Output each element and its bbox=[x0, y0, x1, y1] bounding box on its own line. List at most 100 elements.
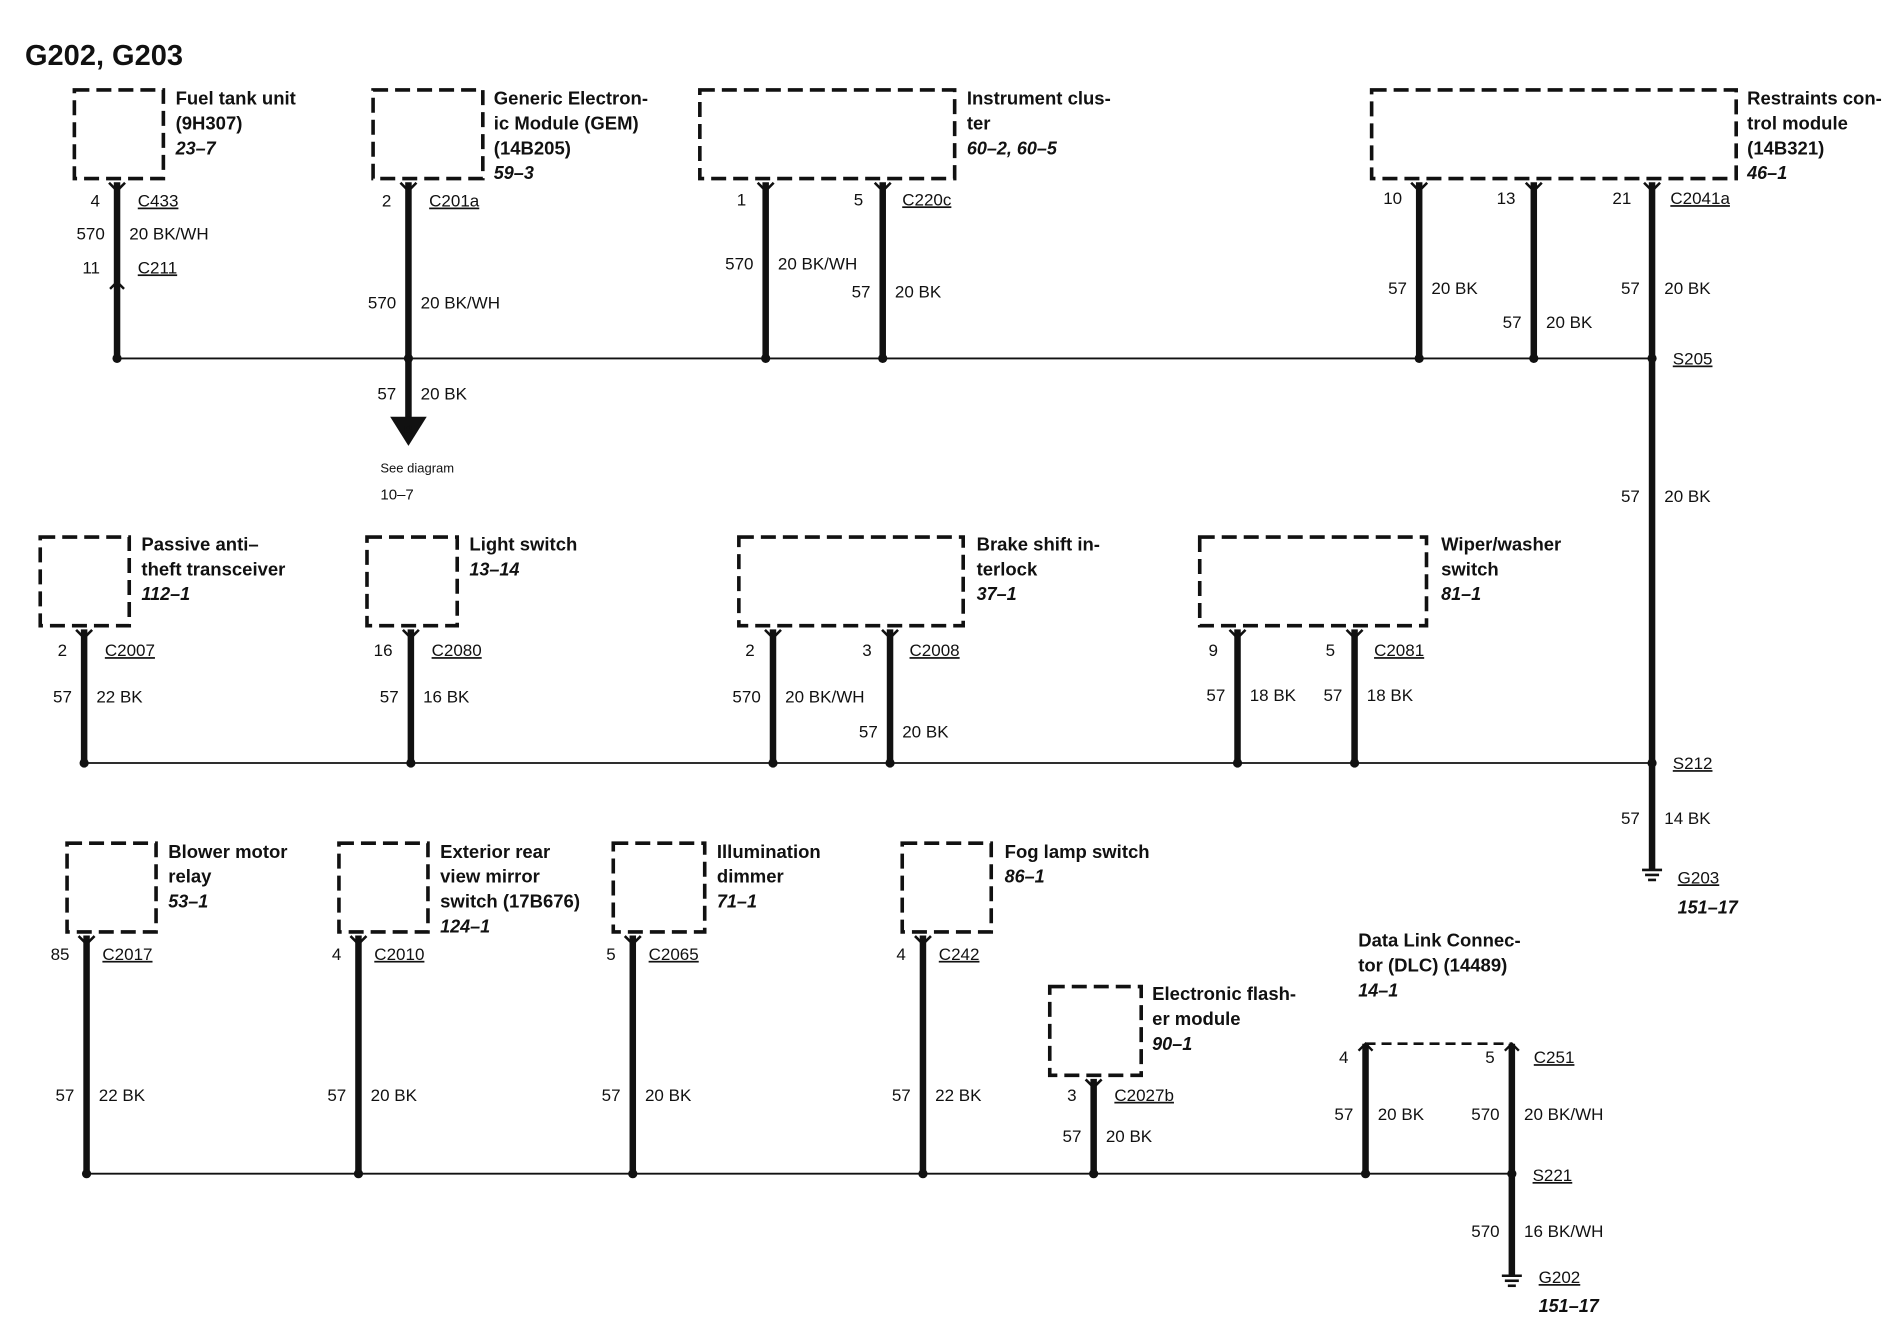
wire-ww-5-circuit: 57 bbox=[1323, 686, 1342, 705]
pats-box bbox=[38, 535, 132, 628]
wire-rcm-21-gauge-color: 20 BK bbox=[1664, 279, 1711, 298]
dlc-label-line: tor (DLC) (14489) bbox=[1358, 954, 1507, 975]
pin-number: 4 bbox=[91, 192, 100, 211]
gem-box bbox=[371, 88, 485, 181]
wiper-washer-ref: 81–1 bbox=[1441, 584, 1481, 604]
wire-fuel-circuit: 570 bbox=[76, 224, 104, 243]
flasher-module-box bbox=[1047, 984, 1143, 1078]
wire-erm-circuit: 57 bbox=[327, 1086, 346, 1105]
flasher-module-ref: 90–1 bbox=[1152, 1034, 1192, 1054]
fog-lamp-switch-label-line: Fog lamp switch bbox=[1005, 841, 1150, 862]
connector-label: C433 bbox=[138, 192, 179, 211]
connector-label: C2027b bbox=[1114, 1086, 1174, 1105]
illumination-dimmer-box bbox=[611, 841, 707, 934]
splice-dot bbox=[406, 758, 416, 768]
light-switch-box bbox=[365, 535, 460, 628]
pin-number: 1 bbox=[737, 190, 746, 209]
splice-dot bbox=[353, 1169, 364, 1179]
gem-ref: 59–3 bbox=[494, 163, 534, 183]
restraints-control-module-label-line: Restraints con- bbox=[1747, 87, 1882, 108]
splice-dot bbox=[1507, 1169, 1517, 1179]
gem-label-line: (14B205) bbox=[494, 137, 571, 158]
wiper-washer-label-line: switch bbox=[1441, 558, 1499, 579]
pin-number: 13 bbox=[1497, 189, 1516, 208]
splice-dot bbox=[1414, 353, 1424, 364]
connector-label: C251 bbox=[1534, 1048, 1575, 1067]
wire-bsi-3-circuit: 57 bbox=[859, 723, 878, 742]
splice-dot bbox=[112, 353, 122, 364]
pin-number: 16 bbox=[374, 641, 393, 660]
wire-ww-9-gauge-color: 18 BK bbox=[1250, 686, 1297, 705]
wire-s205-s212-circuit: 57 bbox=[1621, 487, 1640, 506]
wire-ww-5-gauge-color: 18 BK bbox=[1367, 686, 1414, 705]
splice-dot bbox=[768, 758, 778, 768]
fuel-tank-unit-box bbox=[72, 88, 166, 181]
blower-motor-relay-ref: 53–1 bbox=[168, 892, 208, 912]
splice-dot bbox=[628, 1169, 638, 1179]
pin-number: 5 bbox=[854, 190, 863, 209]
pin-mark bbox=[109, 280, 125, 290]
pin-number: 9 bbox=[1209, 641, 1218, 660]
pin-number: 3 bbox=[862, 641, 871, 660]
splice-label: S212 bbox=[1673, 754, 1713, 773]
pin-number: 10 bbox=[1383, 189, 1402, 208]
wire-dlc-5-circuit: 570 bbox=[1471, 1105, 1499, 1124]
pin-number: 2 bbox=[745, 641, 754, 660]
splice-dot bbox=[885, 758, 895, 768]
wire-ww-9-circuit: 57 bbox=[1206, 686, 1225, 705]
connector-label: C201a bbox=[429, 192, 480, 211]
blower-motor-relay-label-line: relay bbox=[168, 866, 212, 887]
connector-label: C2081 bbox=[1374, 641, 1424, 660]
splice-label: S221 bbox=[1533, 1166, 1573, 1185]
offpage-connector bbox=[390, 416, 427, 446]
wire-fls-gauge-color: 22 BK bbox=[935, 1086, 982, 1105]
connector-label: C2007 bbox=[105, 641, 155, 660]
wire-pats-circuit: 57 bbox=[53, 687, 72, 706]
fuel-tank-unit-label-line: Fuel tank unit bbox=[176, 87, 296, 108]
illumination-dimmer-label-line: Illumination bbox=[717, 841, 821, 862]
wire-s212-g203-gauge-color: 14 BK bbox=[1664, 809, 1711, 828]
wire-rcm-21-circuit: 57 bbox=[1621, 279, 1640, 298]
splice-dot bbox=[918, 1169, 928, 1179]
flasher-module-label-line: er module bbox=[1152, 1008, 1240, 1029]
wire-dlc-5-gauge-color: 20 BK/WH bbox=[1524, 1105, 1603, 1124]
splice-dot bbox=[1529, 353, 1539, 364]
wire-s221-g202-circuit: 570 bbox=[1471, 1222, 1499, 1241]
dlc-label-line: Data Link Connec- bbox=[1358, 929, 1520, 950]
pats-label-line: theft transceiver bbox=[141, 558, 285, 579]
ground-label: G202 bbox=[1539, 1268, 1581, 1287]
pin-number: 5 bbox=[1485, 1048, 1494, 1067]
dlc-ref: 14–1 bbox=[1358, 980, 1398, 1000]
wire-ls-gauge-color: 16 BK bbox=[423, 687, 470, 706]
brake-shift-interlock-ref: 37–1 bbox=[977, 584, 1017, 604]
exterior-mirror-switch-ref: 124–1 bbox=[440, 917, 490, 937]
wiper-washer-label-line: Wiper/washer bbox=[1441, 533, 1561, 554]
restraints-control-module-box bbox=[1369, 88, 1738, 181]
wire-ic-5-gauge-color: 20 BK bbox=[895, 283, 942, 302]
connector-label: C220c bbox=[902, 190, 952, 209]
pin-number: 3 bbox=[1067, 1086, 1076, 1105]
offpage-ref: 10–7 bbox=[380, 486, 413, 503]
ground-ref: 151–17 bbox=[1678, 898, 1739, 918]
wire-dlc-4-gauge-color: 20 BK bbox=[1378, 1105, 1425, 1124]
ground-label: G203 bbox=[1678, 868, 1720, 887]
pats-ref: 112–1 bbox=[141, 584, 190, 604]
wire-bsi-3-gauge-color: 20 BK bbox=[902, 723, 949, 742]
blower-motor-relay-label-line: Blower motor bbox=[168, 841, 287, 862]
exterior-mirror-switch-label-line: view mirror bbox=[440, 866, 540, 887]
pin-number: 4 bbox=[1339, 1048, 1348, 1067]
wire-s205-s212-gauge-color: 20 BK bbox=[1664, 487, 1711, 506]
connector-label: C242 bbox=[939, 945, 980, 964]
fuel-tank-unit-ref: 23–7 bbox=[175, 138, 217, 158]
gem-label-line: ic Module (GEM) bbox=[494, 112, 639, 133]
pin-number: 2 bbox=[58, 641, 67, 660]
connector-label: C2080 bbox=[432, 641, 482, 660]
wire-pats-gauge-color: 22 BK bbox=[96, 687, 143, 706]
fog-lamp-switch-box bbox=[900, 841, 994, 934]
instrument-cluster-ref: 60–2, 60–5 bbox=[967, 138, 1058, 158]
pin-number: 5 bbox=[1326, 641, 1335, 660]
pin-number: 21 bbox=[1612, 189, 1631, 208]
wire-gem-out-circuit: 57 bbox=[377, 385, 396, 404]
